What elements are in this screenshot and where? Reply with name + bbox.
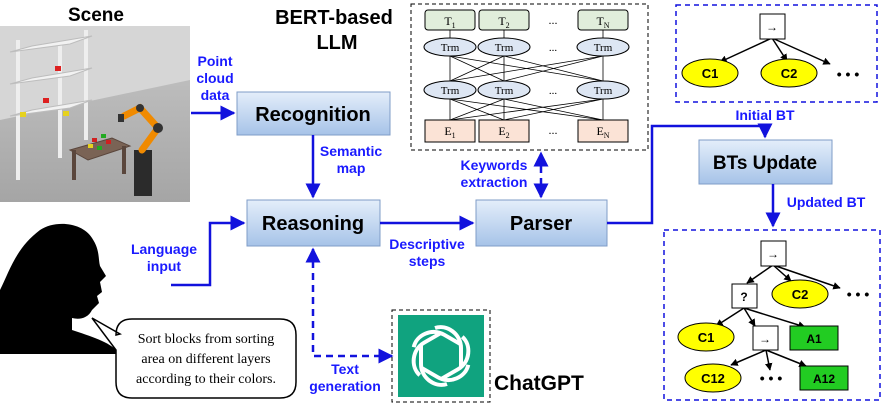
flow-labels: Point cloud data Semantic map Keywords e… [131, 53, 866, 394]
more-subchildren: • • • [760, 370, 783, 386]
chatgpt-label: ChatGPT [494, 372, 584, 395]
updated-bt-label: Updated BT [787, 194, 866, 210]
parser-block: Parser [475, 199, 608, 247]
bert-model-frame [410, 3, 649, 151]
point-cloud-label-2: cloud [196, 70, 233, 86]
trm-label: Trm [495, 42, 514, 54]
token-t2: T2 [498, 14, 509, 30]
updated-bt-frame [663, 229, 881, 401]
sequence-node: → [767, 247, 779, 261]
language-label-1: Language [131, 241, 197, 257]
descriptive-label-2: steps [409, 253, 446, 269]
scene-image [0, 26, 190, 202]
parser-label: Parser [510, 213, 572, 235]
token-dots: ... [549, 13, 558, 27]
condition-c2: C2 [781, 66, 798, 81]
bert-output-tokens: T1 T2 ... TN [424, 9, 629, 31]
trm-layer-bottom: Trm Trm ... Trm [423, 80, 630, 100]
more-children: • • • [837, 66, 860, 82]
embed-dots: ... [549, 123, 558, 137]
bert-connections [449, 30, 604, 121]
bert-title-line1: BERT-based [275, 7, 393, 29]
bts-update-label: BTs Update [713, 153, 817, 174]
recognition-block: Recognition [236, 91, 391, 136]
speech-bubble: Sort blocks from sorting area on differe… [91, 317, 297, 399]
initial-bt-frame [675, 4, 878, 103]
initial-bt-tree: → C1 C2 • • • [681, 13, 860, 88]
condition-c1: C1 [702, 66, 719, 81]
sequence-node-sub: → [759, 332, 771, 346]
trm-label: Trm [441, 42, 460, 54]
condition-c2: C2 [792, 287, 809, 302]
point-cloud-label-3: data [201, 87, 230, 103]
updated-bt-tree [715, 264, 841, 371]
semantic-map-label-2: map [337, 160, 366, 176]
scene-title: Scene [68, 5, 124, 26]
action-a12: A12 [813, 372, 835, 386]
bts-update-block: BTs Update [698, 139, 833, 185]
trm-label: Trm [594, 85, 613, 97]
updated-bt-nodes: → ? C2 • • • C1 → A1 C12 • • • A12 [677, 240, 870, 393]
fallback-node: ? [740, 290, 747, 304]
condition-c1: C1 [698, 330, 715, 345]
trm-layer-top: Trm Trm ... Trm [423, 37, 630, 57]
point-cloud-label-1: Point [198, 53, 233, 69]
chatgpt-frame [391, 309, 491, 403]
speech-line-3: according to their colors. [136, 372, 276, 387]
text-gen-label-1: Text [331, 361, 359, 377]
embed-en: EN [596, 124, 609, 140]
reasoning-block: Reasoning [246, 199, 381, 247]
trm-label: Trm [441, 85, 460, 97]
speech-line-2: area on different layers [141, 352, 270, 367]
dashed-arrows [305, 151, 549, 364]
recognition-label: Recognition [255, 104, 371, 126]
condition-c12: C12 [701, 371, 725, 386]
flow-arrows [171, 105, 781, 287]
bert-title-line2: LLM [316, 32, 357, 54]
keywords-label-2: extraction [461, 174, 528, 190]
person-silhouette [0, 223, 120, 354]
descriptive-label-1: Descriptive [389, 236, 465, 252]
trm-dots: ... [549, 42, 558, 54]
bert-input-embeddings: E1 E2 ... EN [424, 119, 629, 143]
keywords-label-1: Keywords [461, 157, 528, 173]
chatgpt-logo [398, 315, 484, 397]
speech-line-1: Sort blocks from sorting [138, 332, 275, 347]
trm-label: Trm [594, 42, 613, 54]
trm-label: Trm [495, 85, 514, 97]
embed-e2: E2 [498, 124, 509, 140]
token-tn: TN [596, 14, 609, 30]
token-t1: T1 [444, 14, 455, 30]
reasoning-label: Reasoning [262, 213, 364, 235]
sequence-node: → [766, 20, 778, 34]
trm-dots: ... [549, 85, 558, 97]
more-children: • • • [847, 286, 870, 302]
semantic-map-label-1: Semantic [320, 143, 382, 159]
text-gen-label-2: generation [309, 378, 381, 394]
action-a1: A1 [806, 332, 822, 346]
embed-e1: E1 [444, 124, 455, 140]
language-label-2: input [147, 258, 182, 274]
initial-bt-label: Initial BT [735, 107, 795, 123]
